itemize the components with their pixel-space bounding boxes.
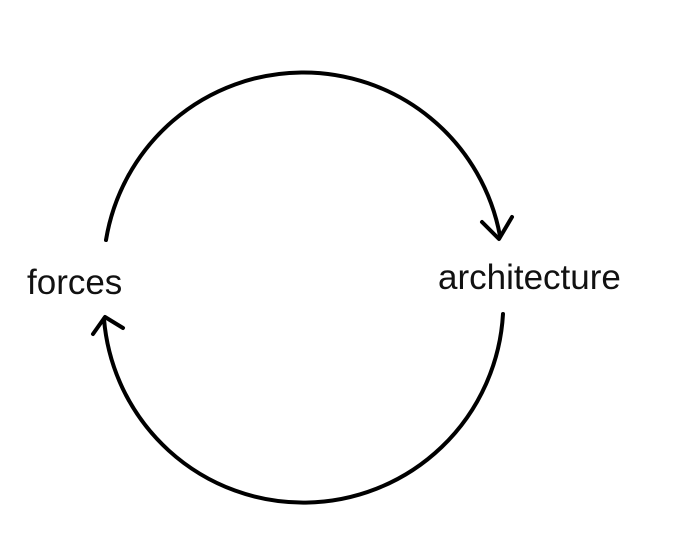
edge-forces-to-architecture: [104, 70, 514, 242]
node-forces: forces: [27, 263, 122, 302]
arrowhead-down-icon: [480, 215, 514, 241]
edge-architecture-to-forces: [91, 312, 505, 505]
arrowhead-up-icon: [91, 315, 125, 336]
top-arc: [104, 70, 502, 242]
node-architecture: architecture: [438, 258, 621, 297]
bottom-arc: [102, 312, 505, 505]
